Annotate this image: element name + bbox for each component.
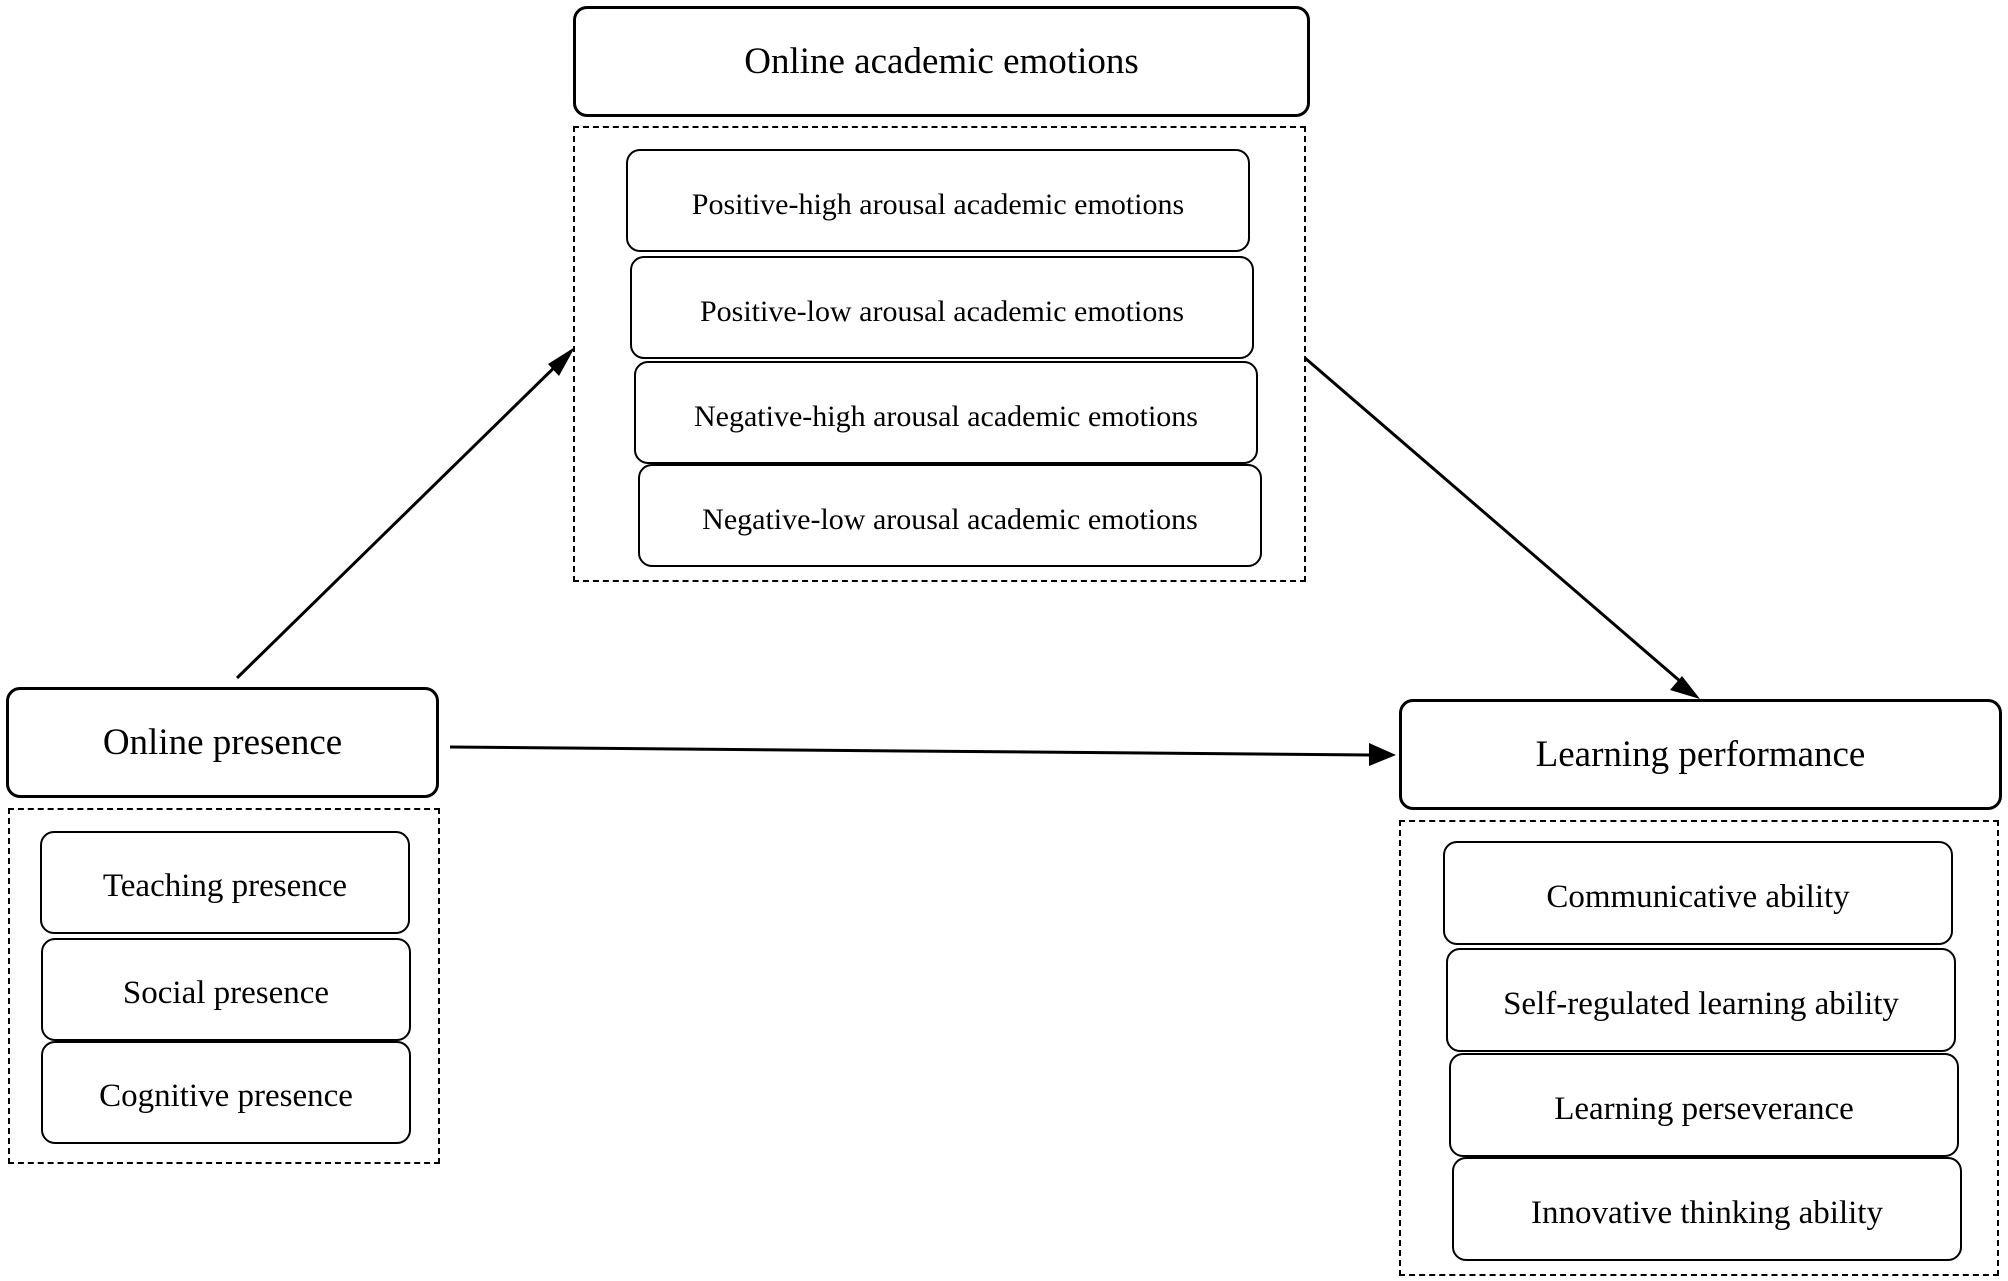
arrow-presence-to-emotions	[235, 347, 575, 680]
mediator-item-negative-low: Negative-low arousal academic emotions	[638, 464, 1262, 567]
outcome-title-box: Learning performance	[1399, 699, 2002, 810]
mediator-title: Online academic emotions	[744, 41, 1139, 82]
outcome-item-label: Innovative thinking ability	[1531, 1194, 1883, 1231]
predictor-item-label: Teaching presence	[102, 868, 348, 904]
mediator-title-box: Online academic emotions	[573, 6, 1310, 117]
mediator-group	[573, 126, 1306, 582]
outcome-title: Learning performance	[1535, 734, 1866, 775]
outcome-item-perseverance: Learning perseverance	[1449, 1053, 1959, 1157]
outcome-item-innovative: Innovative thinking ability	[1452, 1157, 1962, 1261]
outcome-item-label: Learning perseverance	[1554, 1090, 1854, 1127]
outcome-item-label: Communicative ability	[1546, 878, 1850, 915]
arrow-emotions-to-performance	[1304, 356, 1700, 699]
predictor-item-social: Social presence	[41, 938, 411, 1041]
mediator-item-label: Negative-high arousal academic emotions	[694, 399, 1198, 433]
predictor-item-cognitive: Cognitive presence	[41, 1041, 411, 1144]
predictor-title-box: Online presence	[6, 687, 439, 798]
predictor-item-label: Social presence	[122, 975, 330, 1011]
mediator-item-positive-high: Positive-high arousal academic emotions	[626, 149, 1250, 252]
mediator-item-positive-low: Positive-low arousal academic emotions	[630, 256, 1254, 359]
predictor-title: Online presence	[102, 722, 343, 763]
mediator-item-label: Positive-low arousal academic emotions	[699, 294, 1185, 328]
predictor-item-label: Cognitive presence	[99, 1078, 353, 1114]
outcome-item-communicative: Communicative ability	[1443, 841, 1953, 945]
outcome-item-label: Self-regulated learning ability	[1503, 985, 1899, 1022]
mediator-item-negative-high: Negative-high arousal academic emotions	[634, 361, 1258, 464]
mediator-item-label: Positive-high arousal academic emotions	[691, 187, 1185, 221]
arrow-presence-to-performance	[449, 743, 1396, 766]
predictor-item-teaching: Teaching presence	[40, 831, 410, 934]
predictor-group	[8, 808, 440, 1164]
mediator-item-label: Negative-low arousal academic emotions	[702, 502, 1198, 536]
outcome-group	[1399, 820, 1999, 1276]
outcome-item-self-regulated: Self-regulated learning ability	[1446, 948, 1956, 1052]
